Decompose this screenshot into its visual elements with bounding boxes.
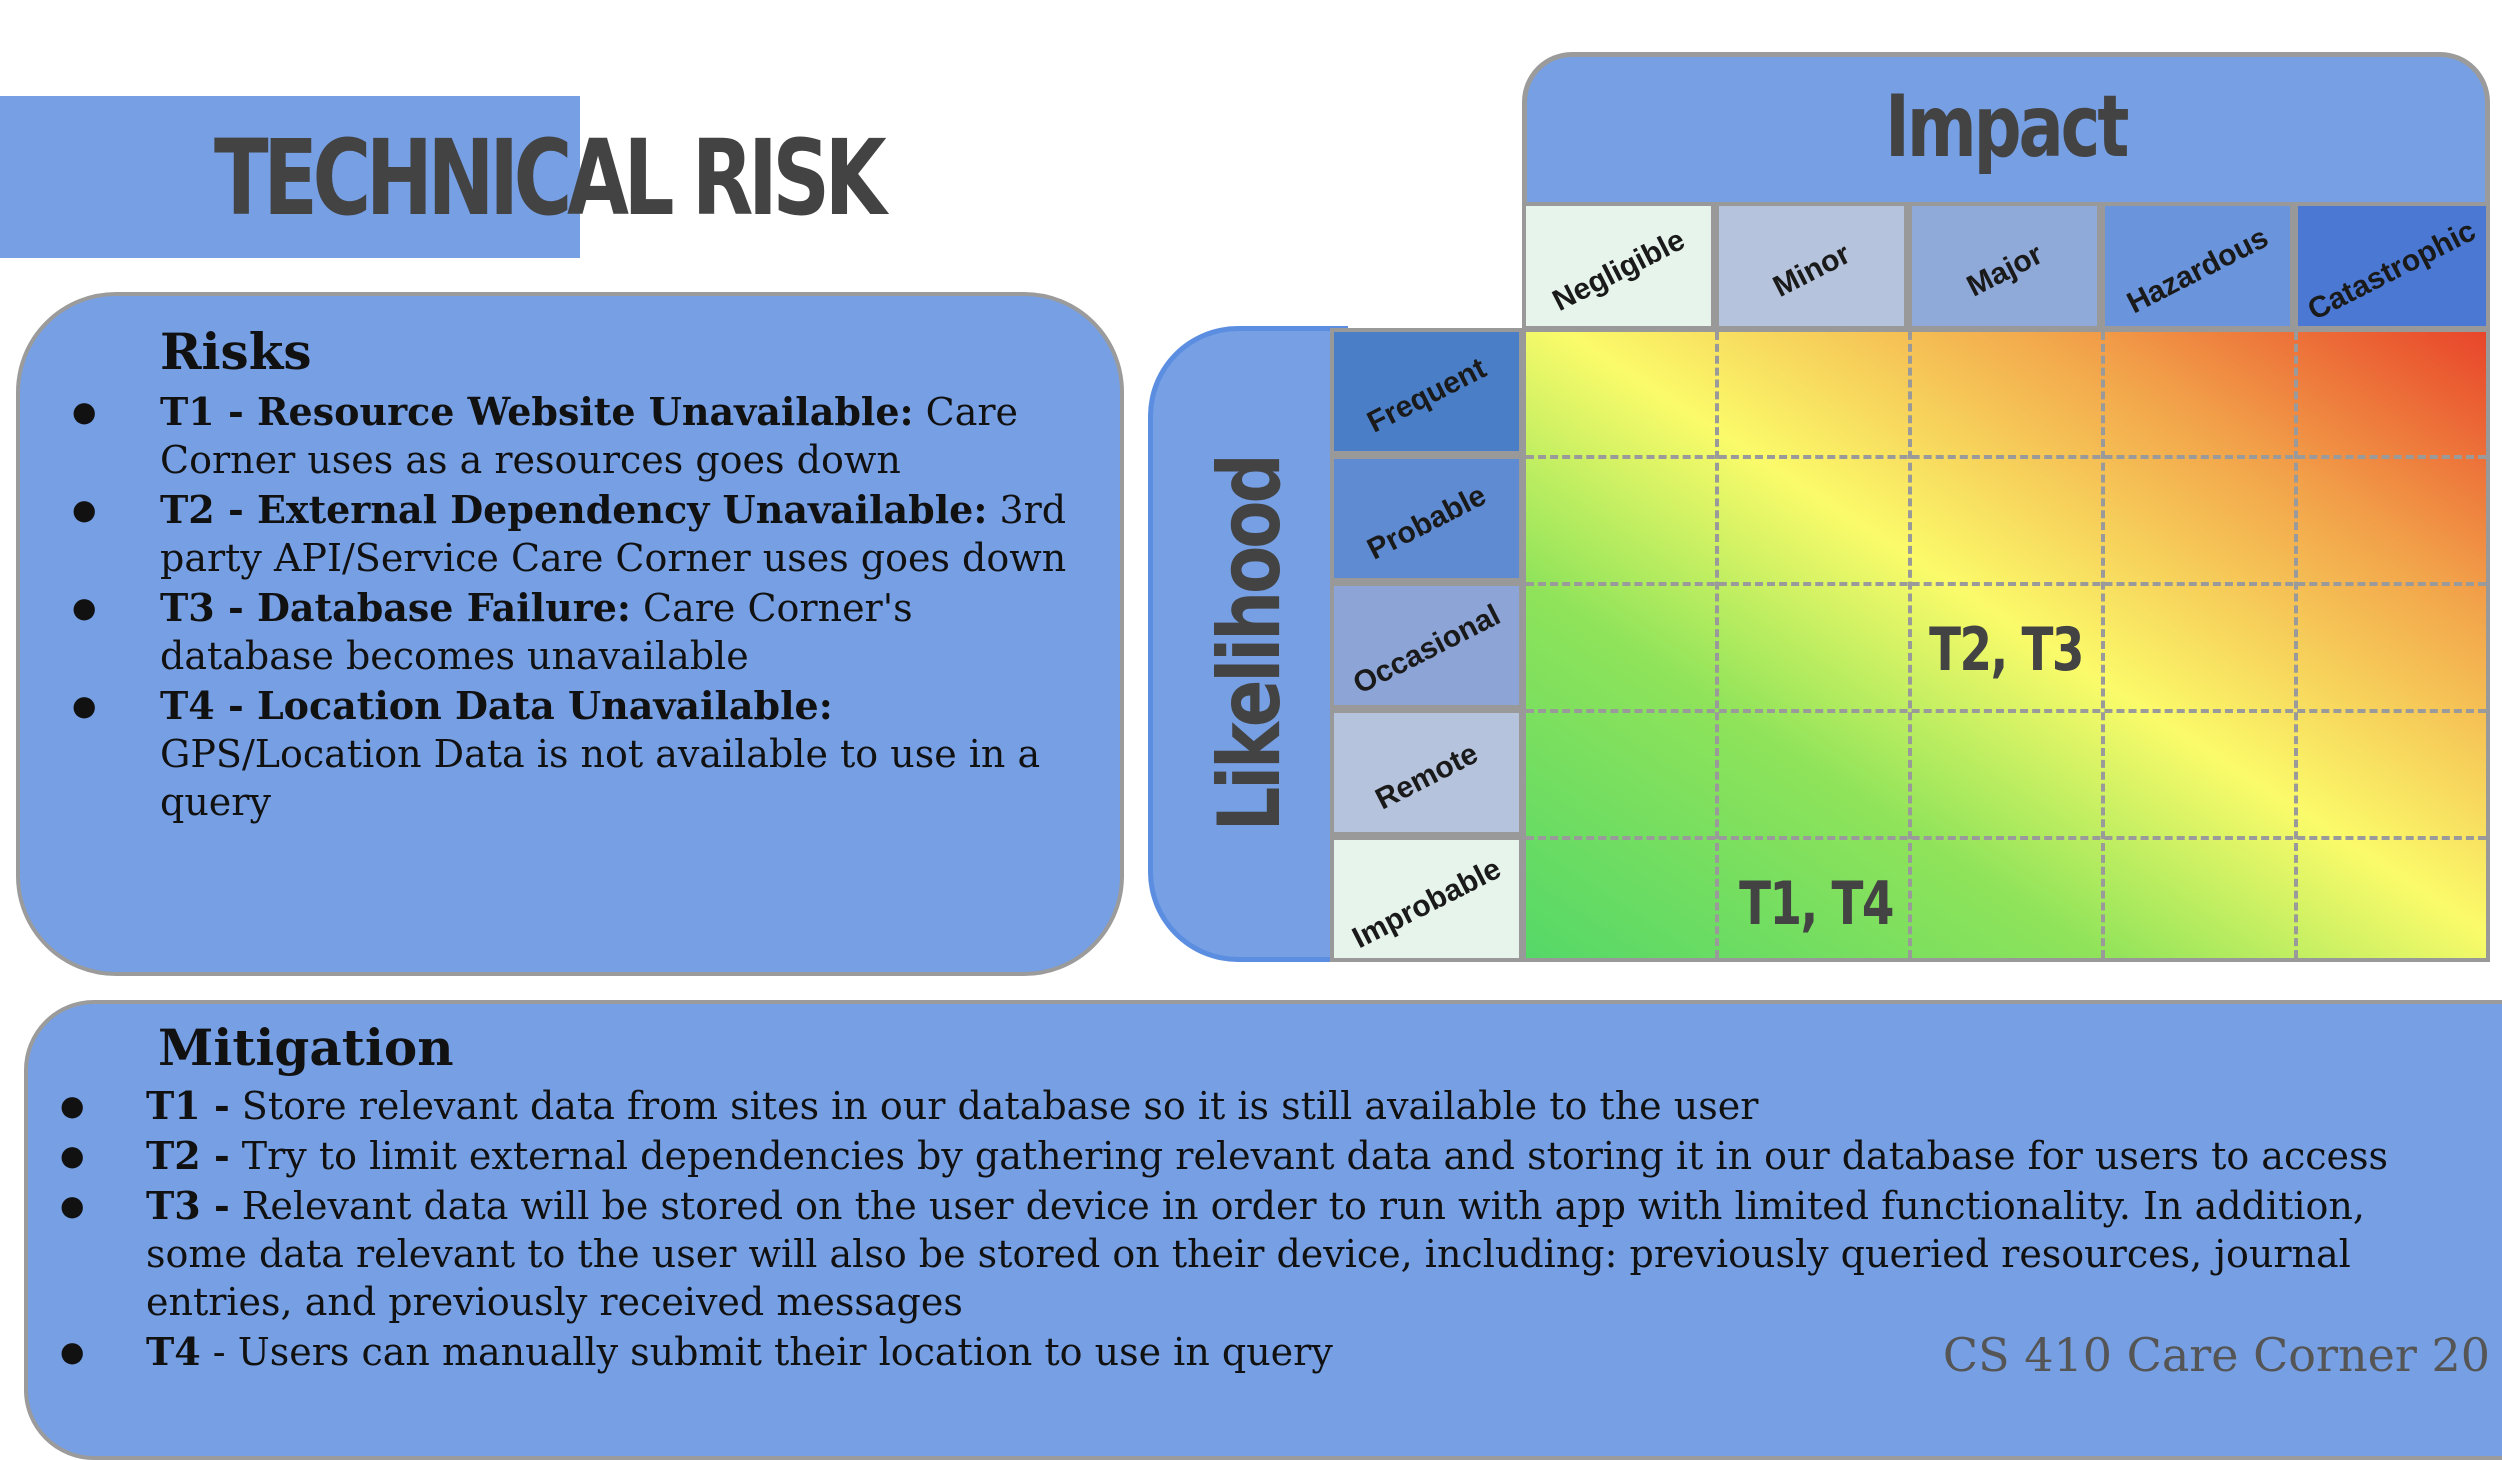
mitigation-item-t4: T4 - Users can manually submit their loc… bbox=[60, 1328, 2436, 1376]
grid-divider bbox=[1526, 455, 2486, 459]
row-label: Probable bbox=[1361, 478, 1491, 567]
risk-id: T4 - Location Data Unavailable: bbox=[160, 683, 833, 728]
row-label: Occasional bbox=[1347, 598, 1506, 701]
mitigation-card: Mitigation T1 - Store relevant data from… bbox=[24, 1000, 2502, 1460]
row-header-improbable: Improbable bbox=[1330, 836, 1523, 962]
impact-title: Impact bbox=[1522, 62, 2490, 192]
title-part-2: RISK bbox=[691, 117, 887, 239]
mitigation-item-t3: T3 - Relevant data will be stored on the… bbox=[60, 1182, 2436, 1326]
grid-divider bbox=[2294, 332, 2298, 958]
title-highlight-bar bbox=[0, 96, 580, 258]
placement-t1-t4: T1, T4 bbox=[1739, 869, 1894, 939]
column-label: Negligible bbox=[1546, 223, 1690, 318]
column-header-negligible: Negligible bbox=[1522, 202, 1715, 330]
risks-list: T1 - Resource Website Unavailable: Care … bbox=[72, 388, 1080, 828]
slide-footer: CS 410 Care Corner 20 bbox=[1942, 1328, 2490, 1382]
mitigation-text: - Users can manually submit their locati… bbox=[200, 1330, 1333, 1374]
impact-title-text: Impact bbox=[1885, 77, 2129, 177]
mitigation-id: T3 - bbox=[146, 1183, 230, 1228]
grid-divider bbox=[1908, 332, 1912, 958]
column-header-hazardous: Hazardous bbox=[2101, 202, 2294, 330]
mitigation-text: Try to limit external dependencies by ga… bbox=[229, 1134, 2388, 1178]
column-label: Major bbox=[1961, 237, 2048, 304]
impact-header-box bbox=[1522, 52, 2490, 202]
row-header-probable: Probable bbox=[1330, 455, 1523, 582]
row-header-frequent: Frequent bbox=[1330, 328, 1523, 455]
mitigation-item-t2: T2 - Try to limit external dependencies … bbox=[60, 1132, 2436, 1180]
column-header-major: Major bbox=[1908, 202, 2101, 330]
row-header-occasional: Occasional bbox=[1330, 582, 1523, 709]
risk-item-t1: T1 - Resource Website Unavailable: Care … bbox=[72, 388, 1080, 484]
page-title: TECHNICAL RISK bbox=[214, 108, 887, 248]
risks-card: Risks T1 - Resource Website Unavailable:… bbox=[16, 292, 1124, 976]
mitigation-text: Store relevant data from sites in our da… bbox=[229, 1084, 1759, 1128]
mitigation-id: T4 bbox=[146, 1329, 201, 1374]
likelihood-title: Likelihood bbox=[1148, 326, 1348, 962]
column-header-minor: Minor bbox=[1715, 202, 1908, 330]
mitigation-text: Relevant data will be stored on the user… bbox=[146, 1184, 2365, 1324]
risk-id: T3 - Database Failure: bbox=[160, 585, 631, 630]
mitigation-id: T2 - bbox=[146, 1133, 230, 1178]
risk-heatmap-grid: T2, T3 T1, T4 bbox=[1522, 328, 2490, 962]
row-label: Remote bbox=[1369, 737, 1483, 817]
mitigation-item-t1: T1 - Store relevant data from sites in o… bbox=[60, 1082, 2436, 1130]
likelihood-header-box bbox=[1148, 326, 1348, 962]
grid-divider bbox=[2101, 332, 2105, 958]
risk-item-t2: T2 - External Dependency Unavailable: 3r… bbox=[72, 486, 1080, 582]
grid-divider bbox=[1526, 582, 2486, 586]
mitigation-list: T1 - Store relevant data from sites in o… bbox=[60, 1082, 2436, 1378]
risk-text: Care Corner's database becomes unavailab… bbox=[160, 586, 913, 678]
placement-t2-t3: T2, T3 bbox=[1929, 615, 2084, 685]
mitigation-heading: Mitigation bbox=[158, 1018, 454, 1077]
risk-item-t4: T4 - Location Data Unavailable: GPS/Loca… bbox=[72, 682, 1080, 826]
likelihood-title-text: Likelihood bbox=[1200, 456, 1300, 832]
grid-divider bbox=[1715, 332, 1719, 958]
risk-item-t3: T3 - Database Failure: Care Corner's dat… bbox=[72, 584, 1080, 680]
row-label: Frequent bbox=[1361, 351, 1491, 440]
grid-divider bbox=[1526, 836, 2486, 840]
grid-divider bbox=[1526, 709, 2486, 713]
risk-id: T1 - Resource Website Unavailable: bbox=[160, 389, 914, 434]
row-label: Improbable bbox=[1346, 851, 1506, 955]
title-part-1: TECHNICAL bbox=[214, 117, 675, 239]
risk-text: Care Corner uses as a resources goes dow… bbox=[160, 390, 1019, 482]
risk-text: 3rd party API/Service Care Corner uses g… bbox=[160, 488, 1067, 580]
risk-id: T2 - External Dependency Unavailable: bbox=[160, 487, 988, 532]
risk-text: GPS/Location Data is not available to us… bbox=[160, 732, 1041, 824]
column-label: Minor bbox=[1767, 237, 1856, 304]
row-header-remote: Remote bbox=[1330, 709, 1523, 836]
column-label: Hazardous bbox=[2121, 220, 2274, 320]
risks-heading: Risks bbox=[160, 322, 312, 381]
column-label: Catastrophic bbox=[2302, 214, 2481, 327]
mitigation-id: T1 - bbox=[146, 1083, 230, 1128]
column-header-catastrophic: Catastrophic bbox=[2294, 202, 2490, 330]
